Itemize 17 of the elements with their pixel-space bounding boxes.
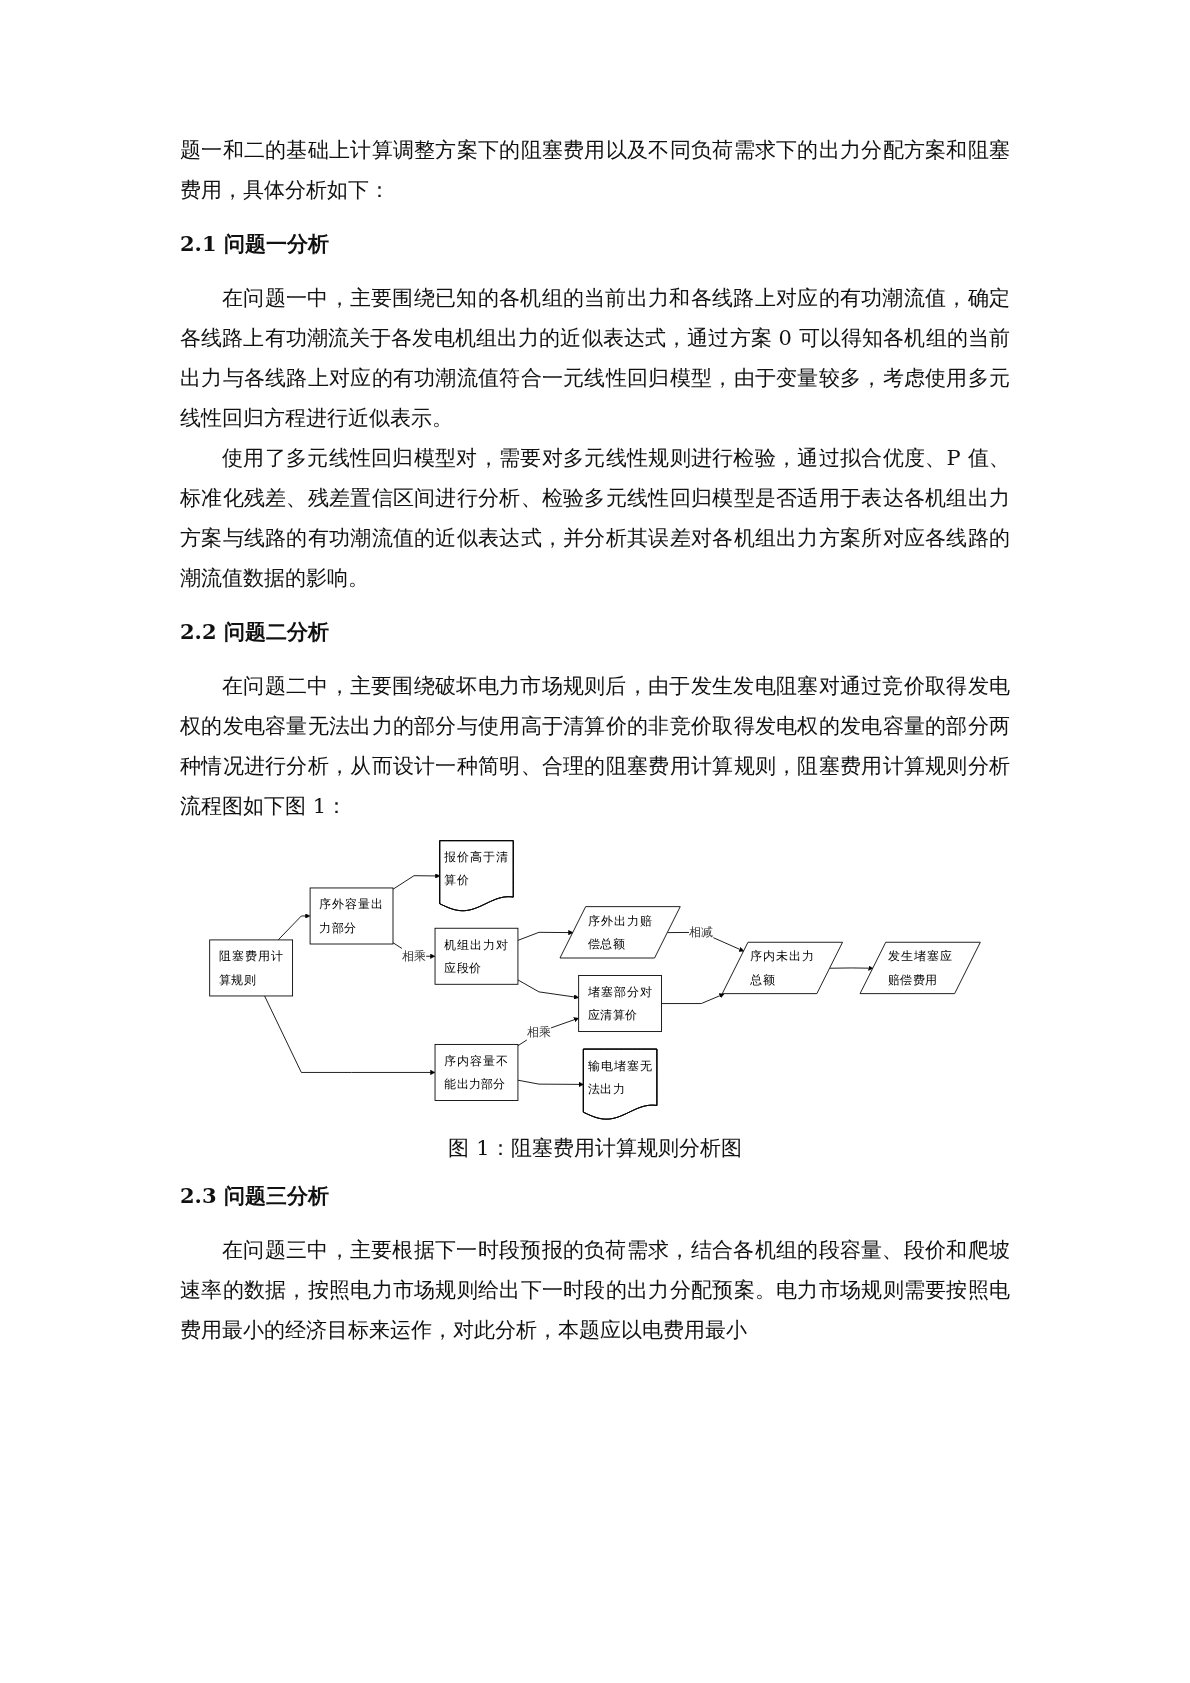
node-box: 序外容量出力部分 [309, 887, 394, 945]
edge-label: 相乘 [401, 949, 427, 964]
section-heading: 2.2 问题二分析 [180, 618, 330, 646]
edge-label: 相减 [688, 925, 714, 940]
body-paragraph: 在问题二中，主要围绕破坏电力市场规则后，由于发生发电阻塞对通过竞价取得发电权的发电容量无法出力的部分与使用高于清算价的非竞价取得发电权的发电容量的部分两种情况进行分析，从而设计一种简明、合理的阻塞费用计算规则，阻塞费用计算规则分析流程图如下图 1： [180, 673, 1010, 820]
figure-caption: 图 1：阻塞费用计算规则分析图 [447, 1134, 743, 1162]
body-paragraph: 在问题三中，主要根据下一时段预报的负荷需求，结合各机组的段容量、段价和爬坡速率的数据，按照电力市场规则给出下一时段的出力分配预案。电力市场规则需要按照电费用最小的经济目标来运作，对此分析，本题应以电费用最小 [180, 1236, 1010, 1344]
node-box: 序内容量不能出力部分 [434, 1044, 519, 1101]
body-paragraph: 在问题一中，主要围绕已知的各机组的当前出力和各线路上对应的有功潮流值，确定各线路上有功潮流关于各发电机组出力的近似表达式，通过方案 0 可以得知各机组的当前出力与各线路上对应的有功潮流值符合一元线性回归模型，由于变量较多，考虑使用多元线性回归方程进行近似表示。 [180, 285, 1010, 432]
node-box: 机组出力对应段价 [434, 927, 519, 985]
section-heading: 2.1 问题一分析 [180, 230, 330, 258]
node-box: 阻塞费用计算规则 [209, 939, 293, 997]
body-paragraph: 题一和二的基础上计算调整方案下的阻塞费用以及不同负荷需求下的出力分配方案和阻塞费用，具体分析如下： [180, 137, 1010, 204]
body-paragraph: 使用了多元线性回归模型对，需要对多元线性规则进行检验，通过拟合优度、P 值、标准化残差、残差置信区间进行分析、检验多元线性回归模型是否适用于表达各机组出力方案与线路的有功潮流值的近似表达式，并分析其误差对各机组出力方案所对应各线路的潮流值数据的影响。 [180, 445, 1010, 592]
section-heading: 2.3 问题三分析 [180, 1181, 330, 1210]
node-box: 堵塞部分对应清算价 [578, 975, 662, 1032]
edge-label: 相乘 [526, 1025, 552, 1040]
